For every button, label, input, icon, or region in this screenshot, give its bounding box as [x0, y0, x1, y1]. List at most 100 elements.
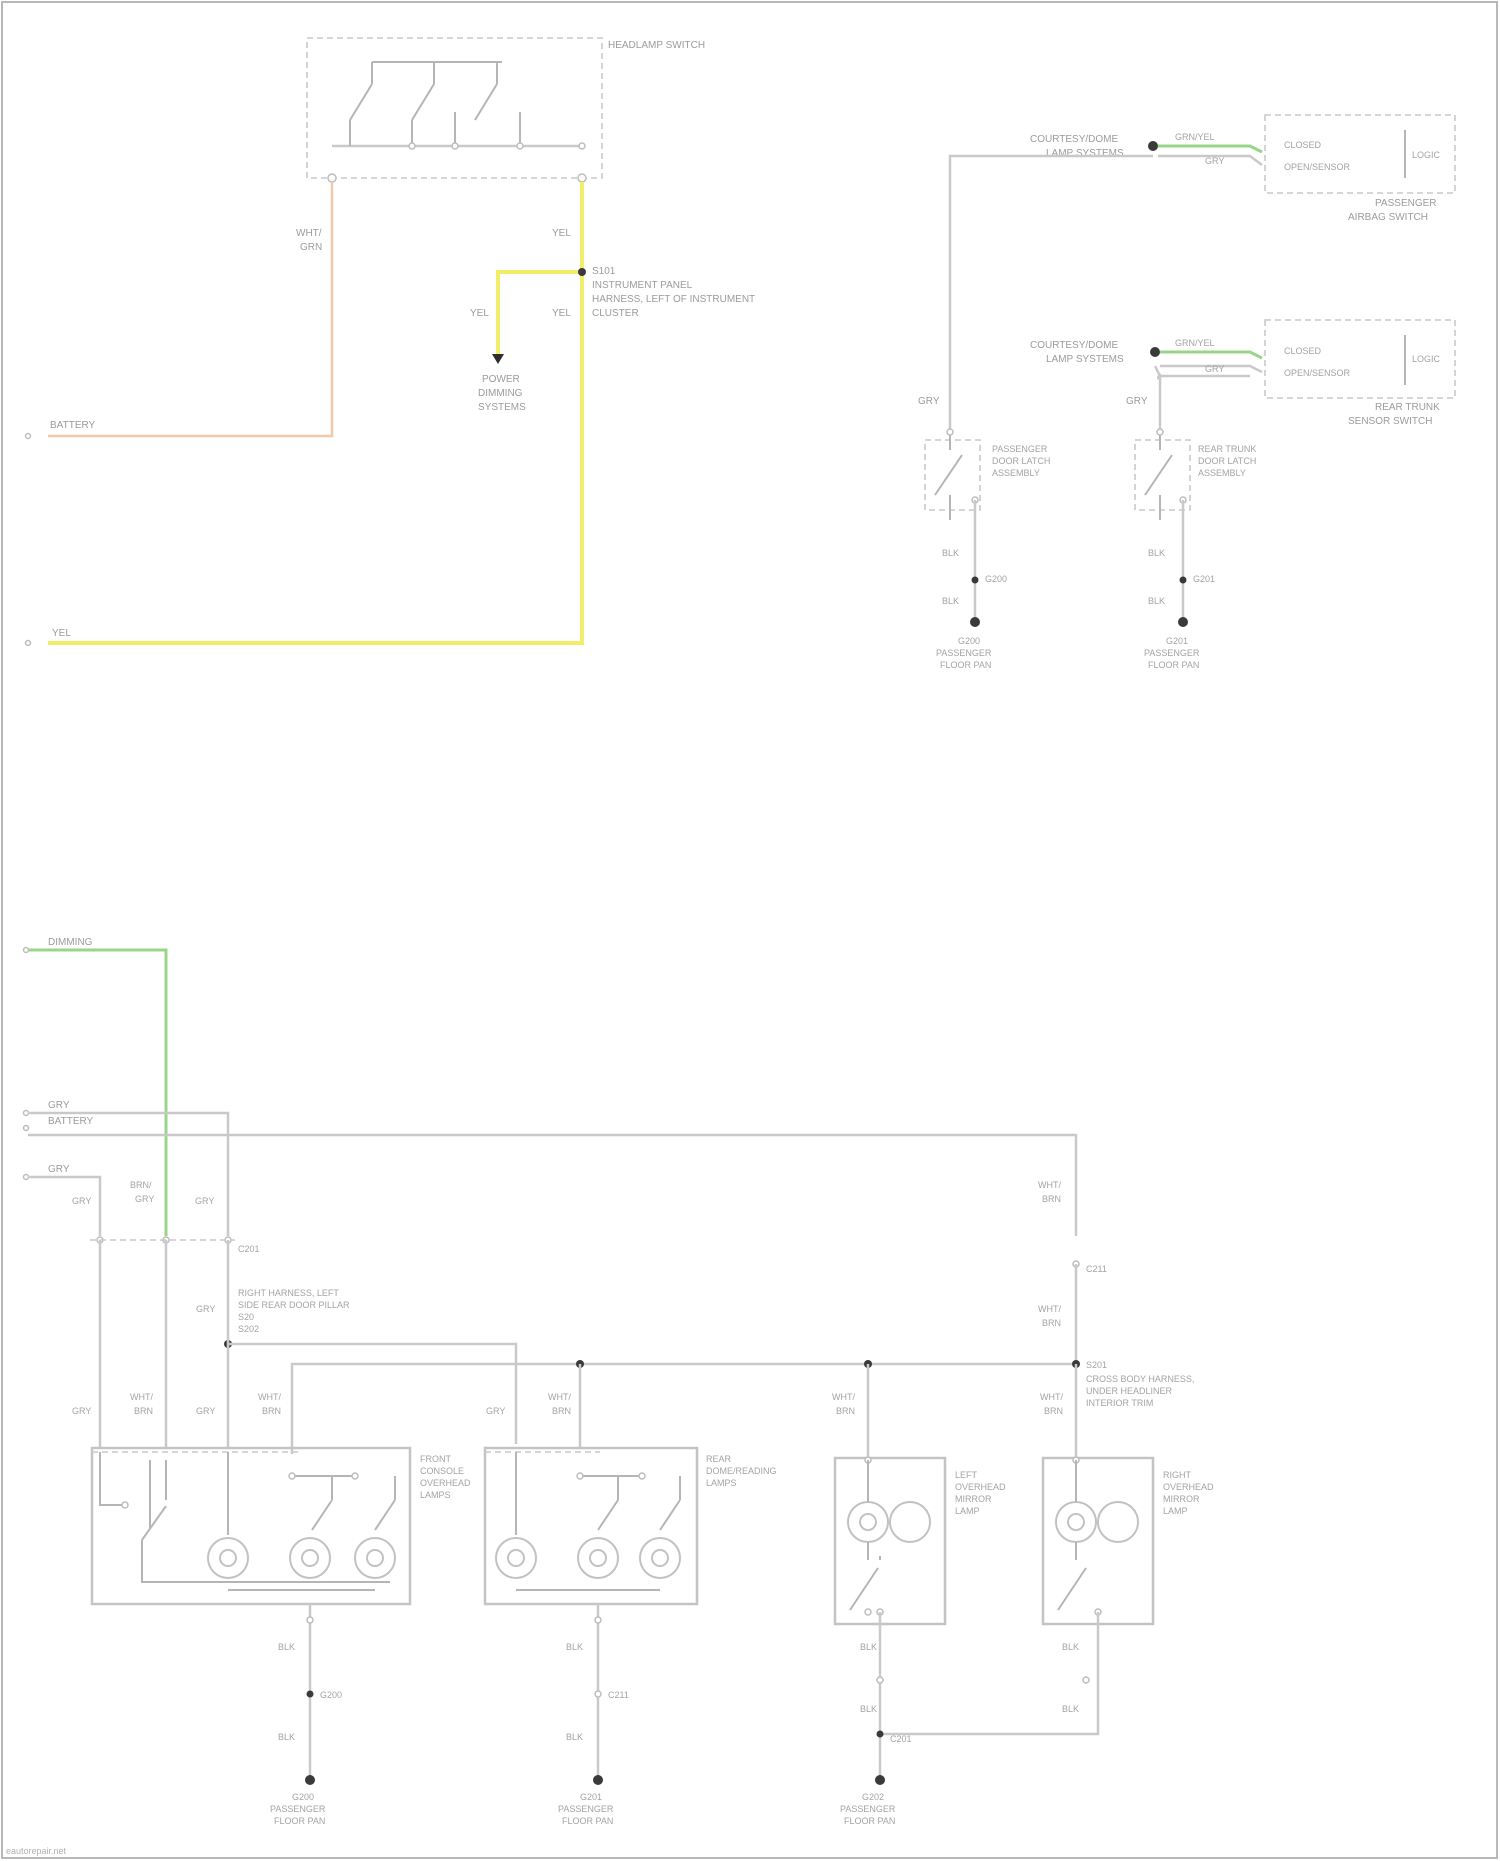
- lamp3-pin-bottom: [865, 1609, 871, 1615]
- latch1-splice: [972, 577, 979, 584]
- headlamp-switch-label: HEADLAMP SWITCH: [608, 40, 705, 51]
- module1-dot: [1148, 141, 1158, 151]
- wire-gray-latch-2c: [1160, 376, 1250, 430]
- lamp4-bulb-2: [1098, 1502, 1138, 1542]
- splice-s201-desc2: UNDER HEADLINER: [1086, 1386, 1173, 1396]
- g2-c: C211: [608, 1690, 629, 1700]
- gnd3-2: PASSENGER: [840, 1804, 896, 1814]
- wire-lamp-bus: [292, 1364, 1076, 1454]
- lamp4-box: [1043, 1458, 1153, 1624]
- module1-desc2: LAMP SYSTEMS: [1046, 148, 1124, 159]
- module2-lamp-3: [640, 1538, 680, 1578]
- latch2-ground2: PASSENGER: [1144, 648, 1200, 658]
- rear-dome-reading-lamps: REAR DOME/READING LAMPS: [485, 1448, 777, 1604]
- module1-lamp-1: [208, 1538, 248, 1578]
- splice-s101-desc3: CLUSTER: [592, 308, 639, 319]
- input-yel-label: YEL: [52, 628, 71, 639]
- module1-box: [92, 1448, 410, 1604]
- input-gry2-pin: [24, 1175, 29, 1180]
- label-w2: BRN/: [130, 1180, 152, 1190]
- ground3-splice: [877, 1731, 884, 1738]
- label-m1-w4b: BRN: [262, 1406, 281, 1416]
- module1-label3: OVERHEAD: [420, 1478, 471, 1488]
- label-wire-grn-1: GRN/YEL: [1175, 132, 1215, 142]
- label-m2-w2b: BRN: [552, 1406, 571, 1416]
- latch1-wire-blk: BLK: [942, 548, 959, 558]
- module1-pin-c: [352, 1473, 358, 1479]
- trunk-sensor-name2: SENSOR SWITCH: [1348, 416, 1432, 427]
- trunk-sensor-open: OPEN/SENSOR: [1284, 368, 1351, 378]
- label-m1-w1: GRY: [72, 1406, 91, 1416]
- lamp4-switch: [1058, 1460, 1086, 1610]
- label-m3-wb: BRN: [836, 1406, 855, 1416]
- g2-w2: BLK: [566, 1732, 583, 1742]
- ground3-dot: [875, 1775, 885, 1785]
- gnd2-3: FLOOR PAN: [562, 1816, 613, 1826]
- latch2-switch: [1145, 432, 1172, 520]
- latch2-g-label: G201: [1193, 574, 1215, 584]
- ground-desc3: SYSTEMS: [478, 402, 526, 413]
- g1-w2: BLK: [278, 1732, 295, 1742]
- switch-contact-2: [412, 62, 434, 120]
- ground3-connector: [877, 1677, 883, 1683]
- input-battery-label: BATTERY: [50, 420, 96, 431]
- g1-c: G200: [320, 1690, 342, 1700]
- airbag-switch-name1: PASSENGER: [1375, 198, 1437, 209]
- module2-lamp-1-inner: [508, 1550, 524, 1566]
- latch1-label1: PASSENGER: [992, 444, 1048, 454]
- label-m2-w1: GRY: [486, 1406, 505, 1416]
- ground-desc2: DIMMING: [478, 388, 523, 399]
- bus-dot-2: [452, 143, 458, 149]
- gnd2-2: PASSENGER: [558, 1804, 614, 1814]
- wire-gry2-input: [28, 1177, 100, 1236]
- passenger-door-latch: PASSENGER DOOR LATCH ASSEMBLY BLK G200 B…: [925, 429, 1050, 670]
- switch-contact-3: [475, 62, 497, 120]
- latch2-pin-top: [1157, 429, 1163, 435]
- connector-pin-left: [328, 174, 336, 182]
- lamp3-bulb-1: [848, 1502, 888, 1542]
- splice-dot-s101: [578, 268, 586, 276]
- label-wire-battery-2: GRN: [300, 242, 322, 253]
- wire-green-1: [1158, 146, 1262, 152]
- module1-pin-b: [289, 1473, 295, 1479]
- bus-dot-4: [579, 143, 585, 149]
- lamp3-box: [835, 1458, 945, 1624]
- left-overhead-mirror-lamp: LEFT OVERHEAD MIRROR LAMP: [835, 1457, 1006, 1624]
- passenger-airbag-switch-group: COURTESY/DOME LAMP SYSTEMS GRN/YEL GRY C…: [1030, 115, 1455, 223]
- wire-battery-long: [28, 1135, 1076, 1236]
- input-dimming-pin: [24, 948, 29, 953]
- lamp3-bulb-1-inner: [860, 1514, 876, 1530]
- ground2-c211: [595, 1691, 601, 1697]
- g4-w2: BLK: [1062, 1704, 1079, 1714]
- headlamp-switch-group: HEADLAMP SWITCH: [307, 38, 705, 182]
- trunk-sensor-name1: REAR TRUNK: [1375, 402, 1440, 413]
- label-m4-wa: WHT/: [1040, 1392, 1063, 1402]
- latch2-label3: ASSEMBLY: [1198, 468, 1246, 478]
- module1-lamp-3: [355, 1538, 395, 1578]
- module1-label4: LAMPS: [420, 1490, 451, 1500]
- label-m1-w4a: WHT/: [258, 1392, 281, 1402]
- label-wire-gry-1: GRY: [1205, 156, 1224, 166]
- label-wire-yel-1: YEL: [552, 228, 571, 239]
- rear-trunk-door-latch: REAR TRUNK DOOR LATCH ASSEMBLY BLK G201 …: [1135, 429, 1256, 670]
- module1-lamp-1-inner: [220, 1550, 236, 1566]
- label-m1-w2b: BRN: [134, 1406, 153, 1416]
- bus-dot-3: [517, 143, 523, 149]
- lamp3-label3: MIRROR: [955, 1494, 992, 1504]
- g4-w1: BLK: [1062, 1642, 1079, 1652]
- wire-green-2: [1160, 352, 1262, 358]
- module2-desc1: COURTESY/DOME: [1030, 340, 1118, 351]
- module2-lamp-2-inner: [590, 1550, 606, 1566]
- module1-lamp-2-inner: [302, 1550, 318, 1566]
- label-w5a: WHT/: [1038, 1304, 1061, 1314]
- latch1-label3: ASSEMBLY: [992, 468, 1040, 478]
- label-w5b: BRN: [1042, 1318, 1061, 1328]
- site-credit: eautorepair.net: [6, 1846, 66, 1856]
- module2-pin-b: [639, 1473, 645, 1479]
- splice-s202-desc1: RIGHT HARNESS, LEFT: [238, 1288, 339, 1298]
- latch2-g-blk: BLK: [1148, 596, 1165, 606]
- label-w4b: BRN: [1042, 1194, 1061, 1204]
- airbag-sensor-closed: CLOSED: [1284, 140, 1322, 150]
- latch2-label1: REAR TRUNK: [1198, 444, 1256, 454]
